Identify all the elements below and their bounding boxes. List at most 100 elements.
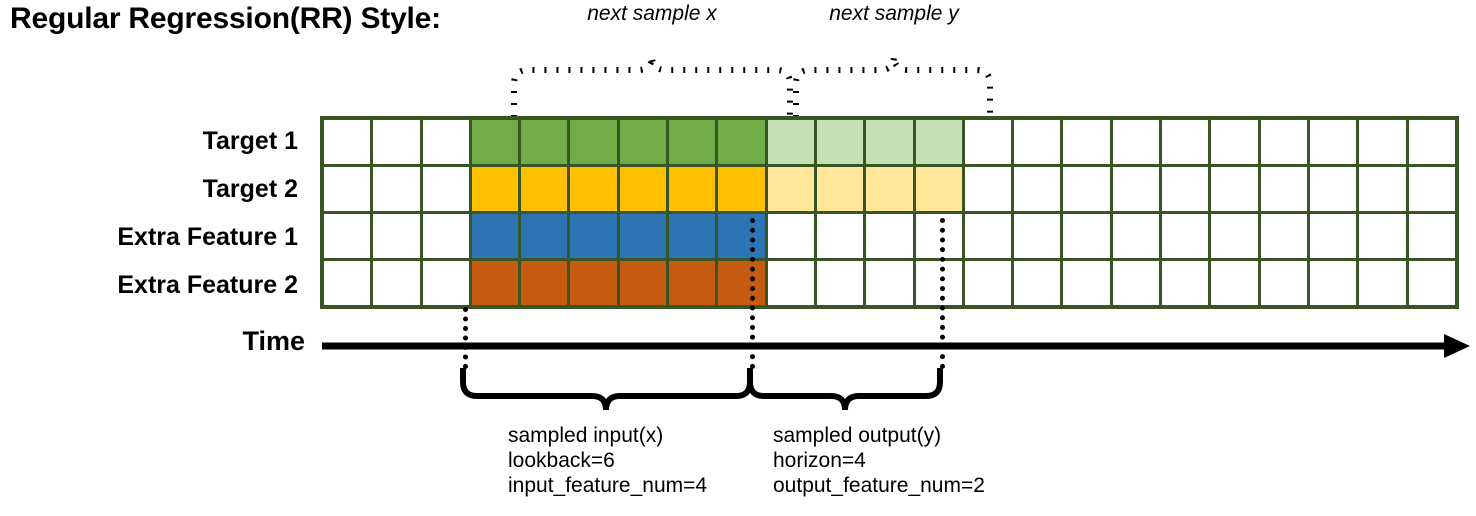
grid-cell-r4-c19 (1211, 261, 1258, 305)
grid-row-extra-feature-2 (324, 261, 1455, 305)
grid-cell-r4-c2 (373, 261, 420, 305)
grid-row-target-1 (324, 120, 1455, 164)
grid-cell-r3-c19 (1211, 214, 1258, 258)
grid-cell-r3-c4 (471, 214, 519, 258)
grid-cell-r2-c18 (1162, 167, 1209, 211)
grid-cell-r2-c20 (1260, 167, 1307, 211)
grid-cell-r3-c20 (1260, 214, 1307, 258)
grid-cell-r3-c11 (816, 214, 864, 258)
annotation-next-sample-y: next sample y (829, 2, 959, 25)
grid-cell-r1-c23 (1408, 120, 1455, 164)
time-axis-arrow (322, 334, 1470, 358)
grid-cell-r3-c7 (619, 214, 667, 258)
grid-cell-r4-c15 (1014, 261, 1061, 305)
grid-cell-r1-c21 (1309, 120, 1357, 164)
grid-row-extra-feature-1 (324, 214, 1455, 258)
guide-line-input-start (463, 307, 468, 369)
grid-cell-r2-c2 (373, 167, 420, 211)
grid-cell-r2-c15 (1014, 167, 1061, 211)
grid-cell-r1-c6 (570, 120, 617, 164)
grid-cell-r1-c9 (718, 120, 765, 164)
caption-sampled-output: sampled output(y) horizon=4 output_featu… (773, 423, 985, 498)
grid-cell-r2-c1 (324, 167, 371, 211)
row-label-extra-feature-1: Extra Feature 1 (117, 223, 298, 251)
grid-cell-r1-c15 (1014, 120, 1061, 164)
grid-cell-r4-c21 (1309, 261, 1357, 305)
grid-cell-r3-c10 (767, 214, 814, 258)
grid-cell-r4-c6 (570, 261, 617, 305)
grid-cell-r2-c10 (767, 167, 814, 211)
grid-cell-r3-c15 (1014, 214, 1061, 258)
grid-cell-r1-c16 (1063, 120, 1110, 164)
grid-cell-r1-c12 (866, 120, 913, 164)
grid-cell-r1-c17 (1112, 120, 1160, 164)
guide-line-output-end (940, 218, 945, 369)
brace-next-sample-y (793, 55, 993, 117)
time-axis-arrowhead (1444, 334, 1470, 358)
grid-cell-r2-c5 (521, 167, 568, 211)
grid-cell-r1-c11 (816, 120, 864, 164)
grid-cell-r1-c8 (669, 120, 716, 164)
grid-cell-r1-c10 (767, 120, 814, 164)
annotation-next-sample-x: next sample x (587, 2, 717, 25)
grid-cell-r4-c17 (1112, 261, 1160, 305)
grid-cell-r3-c17 (1112, 214, 1160, 258)
caption-input-line-1: sampled input(x) (508, 424, 664, 447)
caption-output-line-1: sampled output(y) (773, 424, 942, 447)
grid-cell-r2-c14 (964, 167, 1012, 211)
row-label-column: Target 1 Target 2 Extra Feature 1 Extra … (0, 117, 308, 309)
grid-cell-r3-c6 (570, 214, 617, 258)
caption-output-line-3: output_feature_num=2 (773, 474, 985, 497)
grid-cell-r4-c14 (964, 261, 1012, 305)
brace-next-sample-x (511, 55, 793, 117)
grid-cell-r1-c18 (1162, 120, 1209, 164)
grid-cell-r2-c16 (1063, 167, 1110, 211)
grid-cell-r2-c21 (1309, 167, 1357, 211)
grid-cell-r4-c7 (619, 261, 667, 305)
grid-cell-r2-c17 (1112, 167, 1160, 211)
grid-cell-r4-c18 (1162, 261, 1209, 305)
grid-cell-r2-c19 (1211, 167, 1258, 211)
grid-cell-r4-c16 (1063, 261, 1110, 305)
grid-cell-r1-c4 (471, 120, 519, 164)
brace-sampled-output (747, 368, 943, 411)
grid-cell-r1-c7 (619, 120, 667, 164)
grid-cell-r3-c3 (422, 214, 469, 258)
grid-cell-r3-c1 (324, 214, 371, 258)
grid-cell-r4-c23 (1408, 261, 1455, 305)
grid-cell-r2-c8 (669, 167, 716, 211)
grid-cell-r4-c10 (767, 261, 814, 305)
grid-cell-r2-c11 (816, 167, 864, 211)
grid-cell-r1-c20 (1260, 120, 1307, 164)
grid-cell-r4-c3 (422, 261, 469, 305)
grid-row-target-2 (324, 167, 1455, 211)
row-label-target-2: Target 2 (202, 175, 298, 203)
grid-cell-r3-c13 (915, 214, 962, 258)
caption-output-line-2: horizon=4 (773, 449, 866, 472)
time-axis-label: Time (242, 326, 305, 356)
grid-cell-r1-c19 (1211, 120, 1258, 164)
guide-line-input-output-boundary (750, 218, 755, 369)
row-label-target-1: Target 1 (202, 127, 298, 155)
grid-cell-r2-c22 (1359, 167, 1406, 211)
grid-cell-r2-c13 (915, 167, 962, 211)
grid-cell-r1-c14 (964, 120, 1012, 164)
grid-cell-r3-c9 (718, 214, 765, 258)
grid-cell-r1-c3 (422, 120, 469, 164)
grid-cell-r3-c22 (1359, 214, 1406, 258)
grid-cell-r3-c8 (669, 214, 716, 258)
grid-cell-r4-c1 (324, 261, 371, 305)
grid-cell-r3-c16 (1063, 214, 1110, 258)
grid-cell-r1-c22 (1359, 120, 1406, 164)
grid-cell-r2-c4 (471, 167, 519, 211)
grid-cell-r3-c23 (1408, 214, 1455, 258)
grid-cell-r4-c11 (816, 261, 864, 305)
timeseries-grid (320, 116, 1459, 309)
grid-cell-r2-c12 (866, 167, 913, 211)
grid-cell-r4-c8 (669, 261, 716, 305)
grid-cell-r1-c13 (915, 120, 962, 164)
grid-cell-r3-c2 (373, 214, 420, 258)
brace-sampled-input (460, 368, 753, 411)
grid-cell-r1-c2 (373, 120, 420, 164)
grid-cell-r4-c13 (915, 261, 962, 305)
